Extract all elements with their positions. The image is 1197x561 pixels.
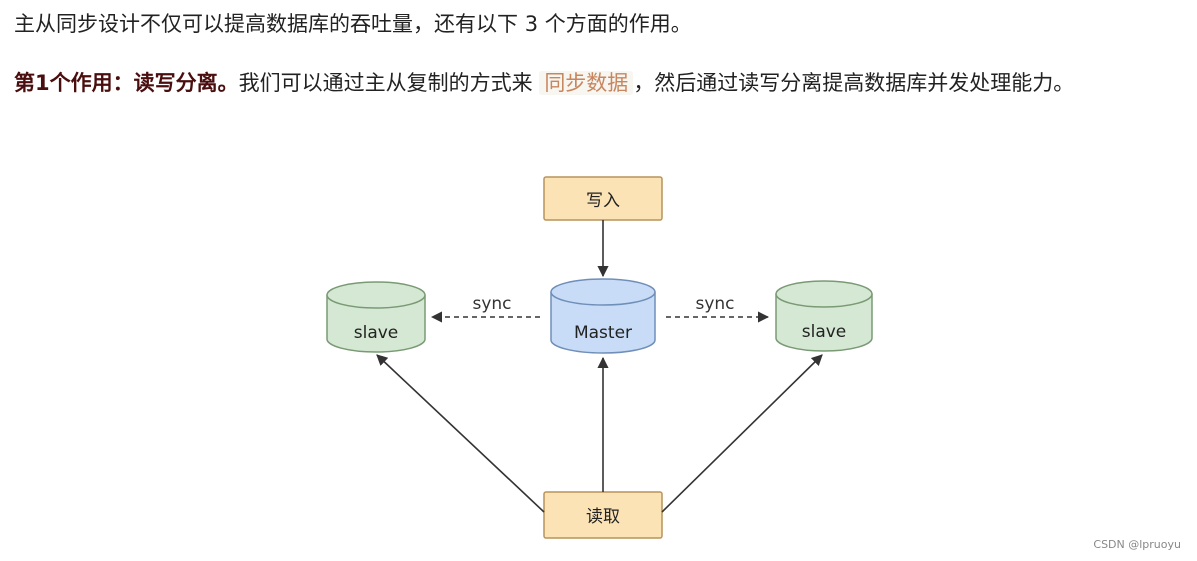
slave-left-node: slave bbox=[326, 281, 426, 353]
point1-code-sync-data: 同步数据 bbox=[539, 71, 634, 95]
point1-heading: 第1个作用：读写分离。 bbox=[14, 71, 239, 95]
master-label: Master bbox=[574, 323, 632, 343]
read-node: 读取 bbox=[543, 491, 663, 539]
write-label: 写入 bbox=[586, 191, 620, 211]
slave-left-cylinder-body bbox=[326, 295, 426, 353]
csdn-watermark: CSDN @lpruoyu bbox=[1093, 538, 1181, 551]
intro-text-after: 个方面的作用。 bbox=[538, 12, 692, 36]
intro-paragraph: 主从同步设计不仅可以提高数据库的吞吐量，还有以下 3 个方面的作用。 bbox=[14, 8, 1184, 40]
read-to-slave-right-arrow bbox=[661, 354, 823, 513]
master-cylinder-top bbox=[550, 278, 656, 306]
point1-text-after: ，然后通过读写分离提高数据库并发处理能力。 bbox=[633, 71, 1075, 95]
write-node: 写入 bbox=[543, 176, 663, 221]
intro-text-before: 主从同步设计不仅可以提高数据库的吞吐量，还有以下 bbox=[14, 12, 525, 36]
sync-left-label: sync bbox=[472, 294, 511, 314]
point1-text-before: 我们可以通过主从复制的方式来 bbox=[238, 71, 533, 95]
master-node: Master bbox=[550, 278, 656, 354]
slave-right-node: slave bbox=[775, 280, 873, 352]
read-label: 读取 bbox=[586, 507, 620, 527]
point1-paragraph: 第1个作用：读写分离。我们可以通过主从复制的方式来 同步数据，然后通过读写分离提… bbox=[14, 64, 1164, 103]
intro-number: 3 bbox=[524, 12, 539, 36]
slave-left-label: slave bbox=[354, 323, 399, 343]
sync-right-label: sync bbox=[695, 294, 734, 314]
master-cylinder-body bbox=[550, 292, 656, 354]
slave-left-cylinder-top bbox=[326, 281, 426, 309]
slave-right-cylinder-body bbox=[775, 294, 873, 352]
slave-right-label: slave bbox=[802, 322, 847, 342]
read-to-slave-left-arrow bbox=[376, 354, 545, 513]
slave-right-cylinder-top bbox=[775, 280, 873, 308]
